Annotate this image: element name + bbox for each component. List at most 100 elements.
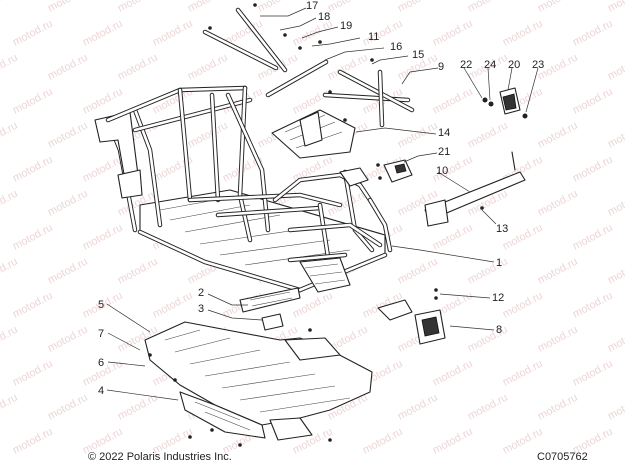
fastener-dot [210, 428, 214, 432]
watermark-text: motod.ru [81, 86, 125, 117]
watermark-text: motod.ru [11, 154, 55, 185]
watermark-text: motod.ru [536, 392, 580, 423]
watermark-text: motod.ru [536, 120, 580, 151]
watermark-text: motod.ru [46, 256, 90, 287]
watermark-text: motod.ru [606, 188, 625, 219]
rear-skid-panel[interactable] [179, 391, 266, 439]
watermark-text: motod.ru [46, 188, 90, 219]
fastener-dot [308, 328, 312, 332]
callout-17: 17 [306, 0, 318, 12]
watermark-text: motod.ru [536, 324, 580, 355]
fastener-dot [188, 435, 192, 439]
watermark-text: motod.ru [606, 324, 625, 355]
callout-10: 10 [436, 165, 448, 177]
watermark-text: motod.ru [11, 222, 55, 253]
watermark-text: motod.ru [466, 256, 510, 287]
callout-20: 20 [508, 59, 520, 71]
watermark-text: motod.ru [431, 426, 475, 457]
watermark-text: motod.ru [0, 52, 20, 83]
bracket-assembly[interactable] [383, 159, 413, 183]
engine-mount-bracket[interactable] [377, 299, 446, 345]
fastener-dot [173, 378, 177, 382]
callout-labels: 17 18 19 11 16 15 9 22 24 20 23 14 21 10… [98, 0, 544, 397]
watermark-text: motod.ru [326, 0, 370, 15]
callout-18: 18 [318, 11, 330, 23]
main-frame-part[interactable] [94, 85, 393, 293]
watermark-text: motod.ru [396, 392, 440, 423]
bracket-hardware[interactable] [482, 97, 528, 119]
callout-5: 5 [98, 299, 104, 311]
skid-plate[interactable] [144, 321, 373, 441]
cross-plate[interactable] [239, 287, 301, 313]
watermark-text: motod.ru [571, 86, 615, 117]
fastener-dot [238, 443, 242, 447]
watermark-text: motod.ru [0, 0, 20, 15]
watermark-text: motod.ru [606, 120, 625, 151]
callout-12: 12 [492, 292, 504, 304]
watermark-text: motod.ru [536, 0, 580, 15]
watermark-text: motod.ru [116, 256, 160, 287]
upper-tube-rear[interactable] [235, 7, 288, 73]
watermark-text: motod.ru [0, 188, 20, 219]
watermark-text: motod.ru [396, 256, 440, 287]
watermark-text: motod.ru [606, 256, 625, 287]
watermark-text: motod.ru [536, 188, 580, 219]
watermark-text: motod.ru [466, 120, 510, 151]
watermark-text: motod.ru [46, 120, 90, 151]
fastener-dot [343, 118, 347, 122]
watermark-text: motod.ru [46, 52, 90, 83]
upper-mount-bracket[interactable] [499, 87, 521, 115]
callout-11: 11 [368, 31, 379, 43]
watermark-text: motod.ru [431, 222, 475, 253]
callout-15: 15 [412, 49, 424, 61]
watermark-text: motod.ru [0, 392, 20, 423]
rear-upper-bar-assembly[interactable] [322, 69, 415, 128]
watermark-text: motod.ru [431, 86, 475, 117]
watermark-text: motod.ru [606, 392, 625, 423]
upper-tube-front[interactable] [202, 29, 279, 71]
rear-mount-bar[interactable] [424, 151, 526, 227]
watermark-text: motod.ru [11, 358, 55, 389]
fastener-dot [318, 40, 322, 44]
watermark-text: motod.ru [151, 18, 195, 49]
callout-16: 16 [390, 41, 402, 53]
callout-13: 13 [496, 223, 508, 235]
callout-9: 9 [438, 61, 444, 73]
upper-tube-roof[interactable] [265, 59, 329, 98]
watermark-text: motod.ru [81, 154, 125, 185]
callout-7: 7 [98, 328, 104, 340]
callout-14: 14 [438, 127, 450, 139]
watermark-text: motod.ru [396, 120, 440, 151]
plate-clip[interactable] [261, 313, 284, 331]
fastener-dot [370, 58, 374, 62]
callout-4: 4 [98, 385, 104, 397]
callout-8: 8 [496, 324, 502, 336]
fastener-dot [434, 288, 438, 292]
fastener-dot [434, 296, 438, 300]
diagram-code: C0705762 [537, 451, 588, 463]
fastener-dot [283, 33, 287, 37]
watermark-text: motod.ru [11, 290, 55, 321]
watermark-text: motod.ru [431, 18, 475, 49]
watermark-text: motod.ru [571, 18, 615, 49]
watermark-text: motod.ru [396, 0, 440, 15]
callout-6: 6 [98, 357, 104, 369]
callout-3: 3 [198, 303, 204, 315]
watermark-text: motod.ru [46, 324, 90, 355]
callout-1: 1 [496, 257, 502, 269]
watermark-text: motod.ru [186, 52, 230, 83]
watermark-text: motod.ru [606, 0, 625, 15]
fastener-dot [376, 163, 380, 167]
watermark-text: motod.ru [466, 0, 510, 15]
callout-22: 22 [460, 59, 472, 71]
watermark-text: motod.ru [571, 358, 615, 389]
fastener-dot [253, 3, 257, 7]
watermark-text: motod.ru [0, 256, 20, 287]
seat-support-bracket[interactable] [271, 109, 356, 159]
copyright-text: © 2022 Polaris Industries Inc. [88, 451, 232, 463]
watermark-text: motod.ru [536, 256, 580, 287]
watermark-text: motod.ru [606, 52, 625, 83]
watermark-text: motod.ru [0, 120, 20, 151]
